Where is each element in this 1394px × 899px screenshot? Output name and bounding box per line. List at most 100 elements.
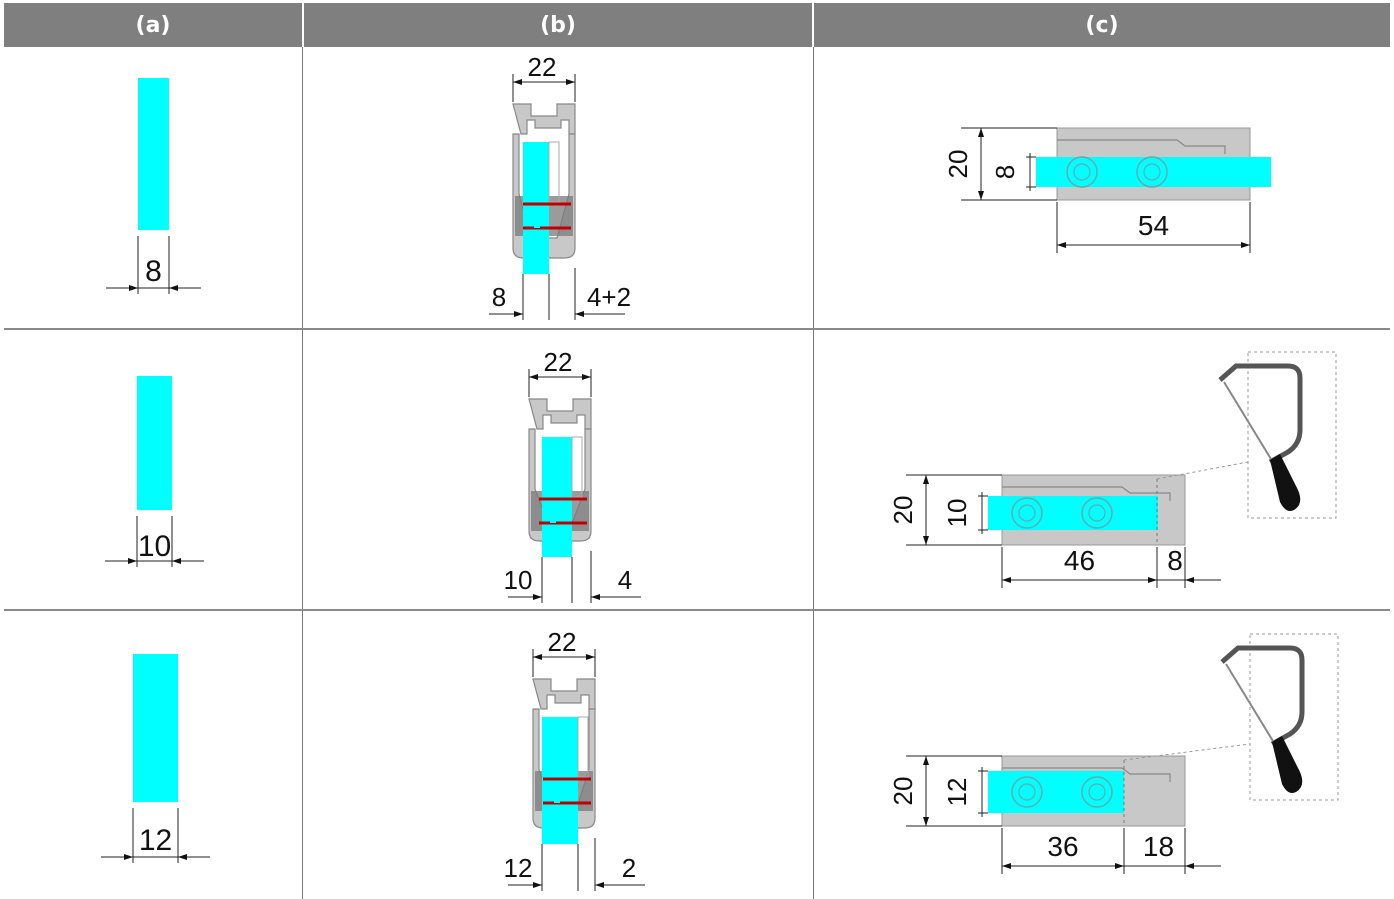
screw-hole — [1066, 156, 1098, 188]
dimension-label-cut: 18 — [1143, 831, 1174, 862]
header-b: (b) — [304, 3, 812, 47]
saw-blade — [1225, 663, 1277, 747]
hacksaw-icon — [1123, 633, 1339, 801]
header-a-label: (a) — [135, 12, 171, 38]
glass-pane — [133, 654, 178, 802]
arrowhead — [923, 536, 929, 545]
arrowhead — [1002, 577, 1011, 583]
profile-top-channel — [532, 678, 596, 710]
profile-groove — [1002, 767, 1171, 782]
dimension-label-width: 8 — [145, 255, 162, 288]
arrowhead — [1148, 577, 1157, 583]
screw-hole — [1011, 776, 1043, 808]
row-divider — [4, 328, 1390, 330]
dimension-label-top: 22 — [544, 347, 573, 377]
arrowhead — [923, 475, 929, 484]
column-divider — [302, 47, 303, 899]
dimension-label-glass: 8 — [492, 282, 506, 312]
header-b-label: (b) — [540, 12, 576, 38]
profile-body — [512, 133, 576, 259]
screw-hole-inner — [1018, 504, 1036, 522]
screw-hole-inner — [1088, 783, 1106, 801]
arrowhead — [1115, 863, 1124, 869]
arrowhead — [529, 374, 538, 380]
glass-pane — [138, 78, 169, 230]
dimension-label-gap: 4 — [618, 565, 632, 595]
screw-hole-inner — [1143, 163, 1161, 181]
gap-outline — [571, 436, 583, 498]
clip-stem — [554, 783, 560, 803]
dimension-label-width: 12 — [139, 824, 172, 857]
dimension-label-top: 22 — [548, 627, 577, 657]
leader-line — [1123, 743, 1251, 761]
arrowhead — [172, 558, 181, 564]
arrowhead — [586, 654, 595, 660]
dimension-label-glass: 12 — [942, 778, 972, 807]
arrowhead — [533, 594, 542, 600]
arrowhead — [1185, 577, 1194, 583]
dimension-label-length: 36 — [1047, 831, 1078, 862]
header-a: (a) — [4, 3, 302, 47]
glass-strip — [988, 771, 1124, 813]
arrowhead — [128, 558, 137, 564]
saw-handle — [1270, 454, 1301, 511]
dimension-label-height: 20 — [943, 150, 973, 179]
glass-strip — [988, 496, 1158, 530]
arrowhead — [978, 128, 984, 137]
screw-hole-inner — [1018, 783, 1036, 801]
row-divider — [4, 609, 1390, 611]
dimension-label-width: 10 — [138, 530, 171, 563]
dimension-label-glass: 8 — [990, 165, 1020, 179]
arrowhead — [1002, 863, 1011, 869]
arrowhead — [582, 374, 591, 380]
arrowhead — [978, 191, 984, 200]
arrowhead — [595, 882, 604, 888]
arrowhead — [1241, 242, 1250, 248]
dimension-label-glass: 10 — [504, 565, 533, 595]
arrowhead — [178, 854, 187, 860]
glass-pane — [137, 376, 172, 510]
saw-blade — [1223, 381, 1275, 465]
dimension-label-height: 20 — [888, 777, 918, 806]
screw-hole-inner — [1073, 163, 1091, 181]
dimension-label-top: 22 — [528, 52, 557, 82]
arrowhead — [513, 79, 522, 85]
glass-strip — [1036, 157, 1271, 187]
arrowhead — [591, 594, 600, 600]
dimension-label-gap: 4+2 — [587, 282, 631, 312]
clip-stem — [550, 503, 556, 523]
glass-section-2: 12 — [101, 654, 210, 863]
arrowhead — [575, 311, 584, 317]
dimension-label-length: 46 — [1064, 545, 1095, 576]
header-c: (c) — [814, 3, 1390, 47]
side-view-2: 20 12 36 18 — [888, 633, 1339, 874]
dimension-label-cut: 8 — [1167, 545, 1183, 576]
dimension-label-height: 20 — [888, 496, 918, 525]
screw-hole — [1081, 776, 1113, 808]
arrowhead — [514, 311, 523, 317]
gap-outline — [577, 716, 589, 778]
screw-hole — [1136, 156, 1168, 188]
saw-handle — [1272, 736, 1303, 793]
profile-top-channel — [512, 103, 576, 135]
arrowhead — [923, 756, 929, 765]
profile-section-0: 22 8 4+2 — [489, 52, 631, 320]
arrowhead — [533, 654, 542, 660]
arrowhead — [1057, 242, 1066, 248]
profile-body — [532, 708, 596, 829]
profile-section-1: 22 10 4 — [504, 347, 641, 603]
saw-frame-box — [1249, 633, 1339, 801]
glass-pane — [542, 437, 572, 557]
profile-groove — [1057, 139, 1226, 154]
profile-top-channel — [528, 398, 592, 430]
hacksaw-icon — [1156, 351, 1337, 519]
screw-hole — [1081, 497, 1113, 529]
screw-hole-inner — [1088, 504, 1106, 522]
arrowhead — [533, 882, 542, 888]
dimension-label-gap: 2 — [622, 853, 636, 883]
header-c-label: (c) — [1085, 12, 1119, 38]
